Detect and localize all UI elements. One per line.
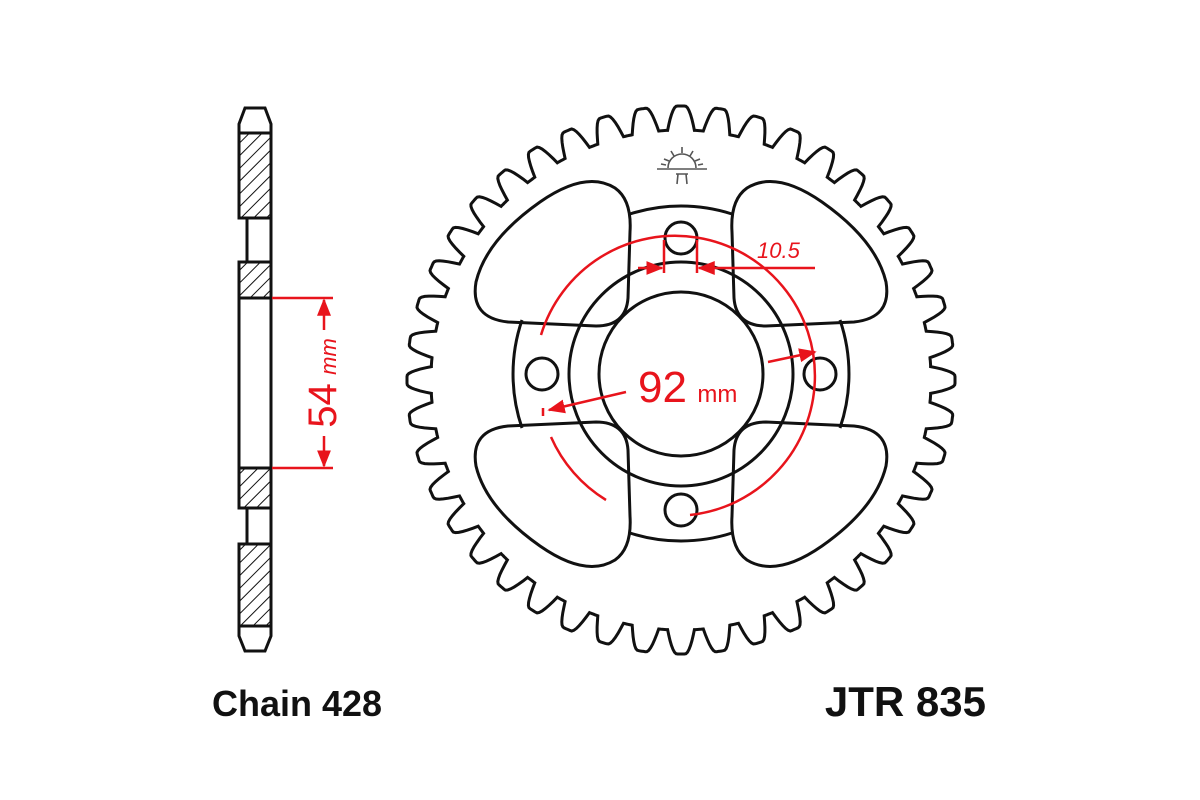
bore-dimension: 54 mm [272,296,345,470]
bolt-hole-label: 10.5 [757,238,801,263]
svg-text:54 mm: 54 mm [301,338,345,428]
sunrise-logo-icon [657,147,707,185]
cutout-bottom-left [473,420,632,568]
bolt-circle-dimension: 92 mm [539,234,817,517]
side-web-top [245,216,273,264]
bore-unit: mm [316,338,341,375]
side-hatch-hub-bottom [237,466,273,510]
sprocket-teeth-outline [405,104,957,656]
side-tooth-top [237,106,273,135]
side-bore [237,296,273,470]
side-hatch-top [237,131,273,220]
cutout-bottom-right [730,420,889,568]
bolt-hole-left [524,356,560,392]
side-hatch-hub-top [237,260,273,300]
part-number-label: JTR 835 [825,678,986,725]
side-hatch-bottom [237,542,273,628]
bolt-hole-right [802,356,838,392]
bolt-ring [511,204,851,543]
hub-ring [567,260,795,488]
front-view [405,104,957,656]
cutout-top-right [730,180,889,328]
side-tooth-bottom [237,624,273,653]
cutout-top-left [473,180,632,328]
lightening-cutouts [473,180,889,568]
chain-label: Chain 428 [212,683,382,724]
bolt-hole-bottom [663,492,699,528]
bore-value: 54 [301,383,345,428]
bolt-circle-label: 92 mm [638,363,737,412]
side-web-bottom [245,506,273,546]
bolt-hole-dimension: 10.5 [638,238,815,275]
center-bore [597,290,765,458]
side-view [237,106,273,653]
